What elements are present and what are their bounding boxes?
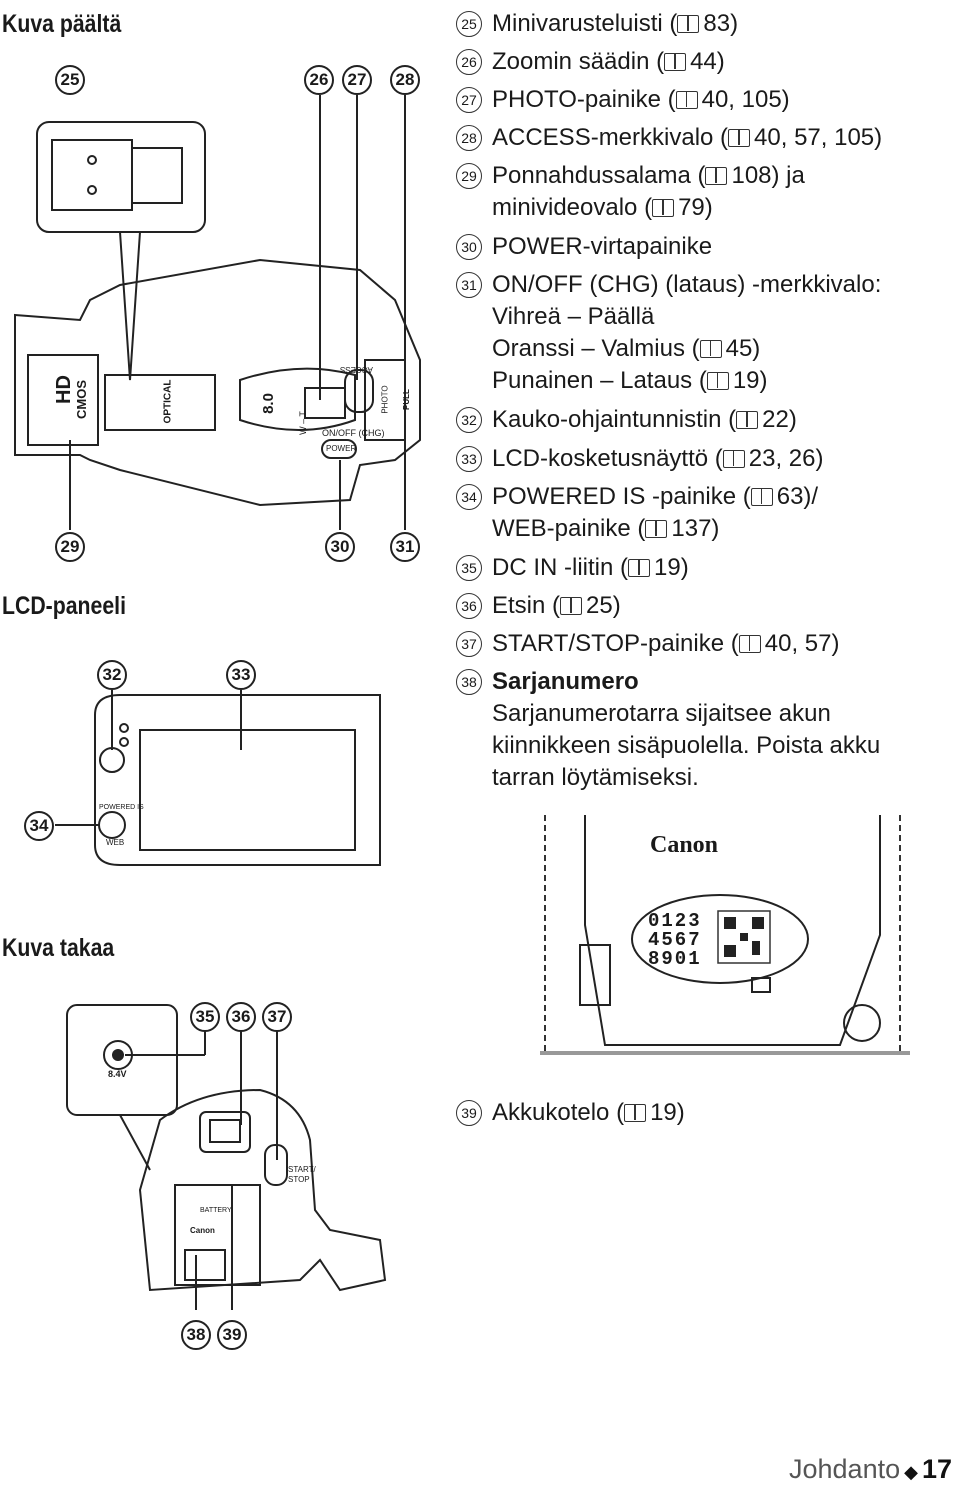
diamond-icon: ◆ — [904, 1462, 918, 1482]
item-number: 27 — [456, 87, 482, 113]
callout-34: 34 — [24, 811, 54, 841]
callout-32: 32 — [97, 660, 127, 690]
book-icon — [624, 1104, 647, 1122]
callout-28: 28 — [390, 65, 420, 95]
cam-label-zoom: 8.0 — [259, 393, 277, 414]
callout-36: 36 — [226, 1002, 256, 1032]
serial-line-1: 0123 — [648, 910, 702, 932]
book-icon — [706, 372, 729, 390]
item-number: 33 — [456, 446, 482, 472]
item-number: 36 — [456, 593, 482, 619]
camera-rear-view-illustration — [66, 1004, 387, 1310]
item-number: 39 — [456, 1100, 482, 1126]
cam-label-access: ACCESS — [340, 365, 373, 374]
heading-lcd-panel: LCD-paneeli — [2, 592, 126, 620]
callout-39: 39 — [217, 1320, 247, 1350]
book-icon — [728, 129, 751, 147]
cam-label-web: WEB — [106, 838, 125, 847]
callout-31: 31 — [390, 532, 420, 562]
serial-line-2: 4567 — [648, 929, 702, 951]
book-icon — [628, 559, 650, 577]
cam-label-onoff: ON/OFF (CHG) — [322, 428, 385, 438]
item-number: 26 — [456, 49, 482, 75]
cam-label-pull: PULL — [401, 389, 411, 410]
footer-section: Johdanto — [789, 1454, 901, 1484]
cam-label-wt: W – T — [297, 411, 308, 435]
page-number: 17 — [921, 1454, 952, 1484]
callout-26: 26 — [304, 65, 334, 95]
book-icon — [652, 199, 675, 217]
book-icon — [705, 167, 728, 185]
callout-30: 30 — [325, 532, 355, 562]
book-icon — [560, 597, 583, 615]
serial-plate-illustration — [540, 815, 910, 1055]
cam-label-optical: OPTICAL — [162, 379, 174, 424]
callout-27: 27 — [342, 65, 372, 95]
callout-35: 35 — [190, 1002, 220, 1032]
heading-rear-view: Kuva takaa — [2, 934, 115, 962]
cam-label-start-stop: START/ STOP — [288, 1165, 316, 1184]
cam-label-cmos: CMOS — [74, 380, 89, 419]
callout-25: 25 — [55, 65, 85, 95]
book-icon — [722, 450, 745, 468]
book-icon — [750, 488, 773, 506]
serial-plate-brand: Canon — [650, 832, 719, 858]
book-icon — [675, 91, 698, 109]
cam-label-photo: PHOTO — [380, 385, 390, 414]
item-number: 30 — [456, 234, 482, 260]
book-icon — [738, 635, 761, 653]
cam-label-dc: 8.4V — [108, 1069, 127, 1079]
page-footer: Johdanto◆17 — [789, 1454, 952, 1485]
callout-29: 29 — [55, 532, 85, 562]
cam-label-battery: BATTERY — [200, 1207, 232, 1214]
cam-label-canon: Canon — [190, 1226, 215, 1235]
item-number: 29 — [456, 163, 482, 189]
book-icon — [736, 411, 759, 429]
lcd-panel-illustration — [55, 690, 382, 866]
item-number: 28 — [456, 125, 482, 151]
item-number: 31 — [456, 272, 482, 298]
callout-37: 37 — [262, 1002, 292, 1032]
serial-line-3: 8901 — [648, 948, 702, 970]
item-number: 25 — [456, 11, 482, 37]
cam-label-power: POWER — [326, 444, 357, 453]
item-number: 35 — [456, 555, 482, 581]
cam-label-hd: HD — [52, 375, 75, 404]
callout-33: 33 — [226, 660, 256, 690]
heading-top-view: Kuva päältä — [2, 10, 122, 38]
book-icon — [699, 340, 722, 358]
item-number: 32 — [456, 407, 482, 433]
cam-label-powered-is: POWERED IS — [99, 804, 144, 811]
item-number: 34 — [456, 484, 482, 510]
item-number: 37 — [456, 631, 482, 657]
item-number: 38 — [456, 669, 482, 695]
book-icon — [645, 520, 668, 538]
callout-38: 38 — [181, 1320, 211, 1350]
book-icon — [664, 53, 687, 71]
book-icon — [677, 15, 700, 33]
camera-top-view-illustration — [14, 95, 421, 530]
